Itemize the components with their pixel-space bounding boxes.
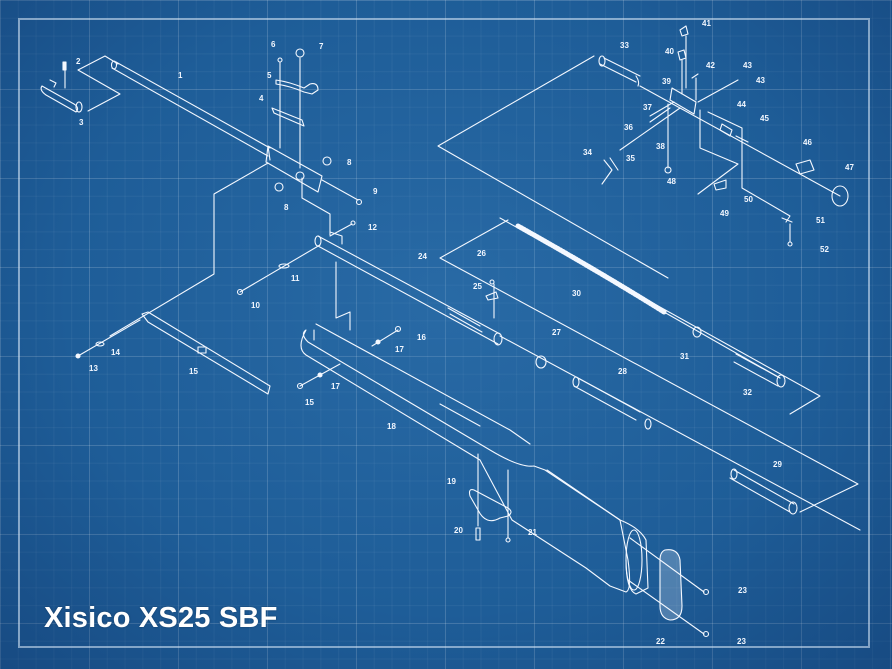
part-label-16: 16 — [417, 333, 426, 342]
trigger-guard-part — [468, 453, 512, 543]
part-label-17a: 17 — [395, 345, 404, 354]
part-label-3: 3 — [79, 118, 84, 127]
part-label-47: 47 — [845, 163, 854, 172]
part-label-46: 46 — [803, 138, 812, 147]
part-label-29: 29 — [773, 460, 782, 469]
part-label-15a: 15 — [189, 367, 198, 376]
pivot-bolt-parts — [236, 220, 356, 296]
part-label-12: 12 — [368, 223, 377, 232]
part-label-23a: 23 — [738, 586, 747, 595]
part-label-9: 9 — [373, 187, 378, 196]
diagram-title: Xisico XS25 SBF — [44, 602, 278, 634]
part-label-22: 22 — [656, 637, 665, 646]
guide-line — [301, 177, 331, 236]
part-label-7: 7 — [319, 42, 324, 51]
part-label-31: 31 — [680, 352, 689, 361]
part-label-27: 27 — [552, 328, 561, 337]
guide-line — [109, 162, 269, 337]
part-label-5: 5 — [267, 71, 272, 80]
part-label-51: 51 — [816, 216, 825, 225]
part-label-14: 14 — [111, 348, 120, 357]
part-label-48: 48 — [667, 177, 676, 186]
part-label-43a: 43 — [743, 61, 752, 70]
part-label-6: 6 — [271, 40, 276, 49]
part-label-10: 10 — [251, 301, 260, 310]
part-label-30: 30 — [572, 289, 581, 298]
part-label-4: 4 — [259, 94, 264, 103]
part-label-11: 11 — [291, 274, 300, 283]
part-label-43b: 43 — [756, 76, 765, 85]
stock-part — [300, 323, 710, 638]
part-label-32: 32 — [743, 388, 752, 397]
part-label-50: 50 — [744, 195, 753, 204]
part-label-42: 42 — [706, 61, 715, 70]
part-label-28: 28 — [618, 367, 627, 376]
part-label-35: 35 — [626, 154, 635, 163]
part-label-19: 19 — [447, 477, 456, 486]
part-label-18: 18 — [387, 422, 396, 431]
part-label-36: 36 — [624, 123, 633, 132]
stock-screws — [296, 325, 402, 390]
part-label-45: 45 — [760, 114, 769, 123]
part-label-15b: 15 — [305, 398, 314, 407]
part-label-44: 44 — [737, 100, 746, 109]
part-label-17b: 17 — [331, 382, 340, 391]
front-sight-part — [40, 55, 121, 113]
part-label-26: 26 — [477, 249, 486, 258]
part-label-40: 40 — [665, 47, 674, 56]
part-label-33: 33 — [620, 41, 629, 50]
part-label-20: 20 — [454, 526, 463, 535]
barrel-part — [110, 60, 323, 193]
trigger-unit-group — [437, 25, 849, 279]
part-label-1: 1 — [178, 71, 183, 80]
part-label-21: 21 — [528, 528, 537, 537]
part-label-8a: 8 — [347, 158, 352, 167]
part-label-34: 34 — [583, 148, 592, 157]
part-label-8b: 8 — [284, 203, 289, 212]
part-label-24: 24 — [418, 252, 427, 261]
blueprint-frame — [18, 18, 870, 648]
part-label-39: 39 — [662, 77, 671, 86]
part-label-41: 41 — [702, 19, 711, 28]
part-label-13: 13 — [89, 364, 98, 373]
part-label-37: 37 — [643, 103, 652, 112]
rear-sight-parts — [271, 48, 363, 206]
compression-tube-part — [314, 231, 503, 346]
part-label-38: 38 — [656, 142, 665, 151]
part-label-2: 2 — [76, 57, 81, 66]
mainspring-group — [439, 217, 861, 531]
part-label-25: 25 — [473, 282, 482, 291]
cocking-lever-part — [75, 311, 271, 395]
part-label-23b: 23 — [737, 637, 746, 646]
part-label-52: 52 — [820, 245, 829, 254]
part-label-49: 49 — [720, 209, 729, 218]
